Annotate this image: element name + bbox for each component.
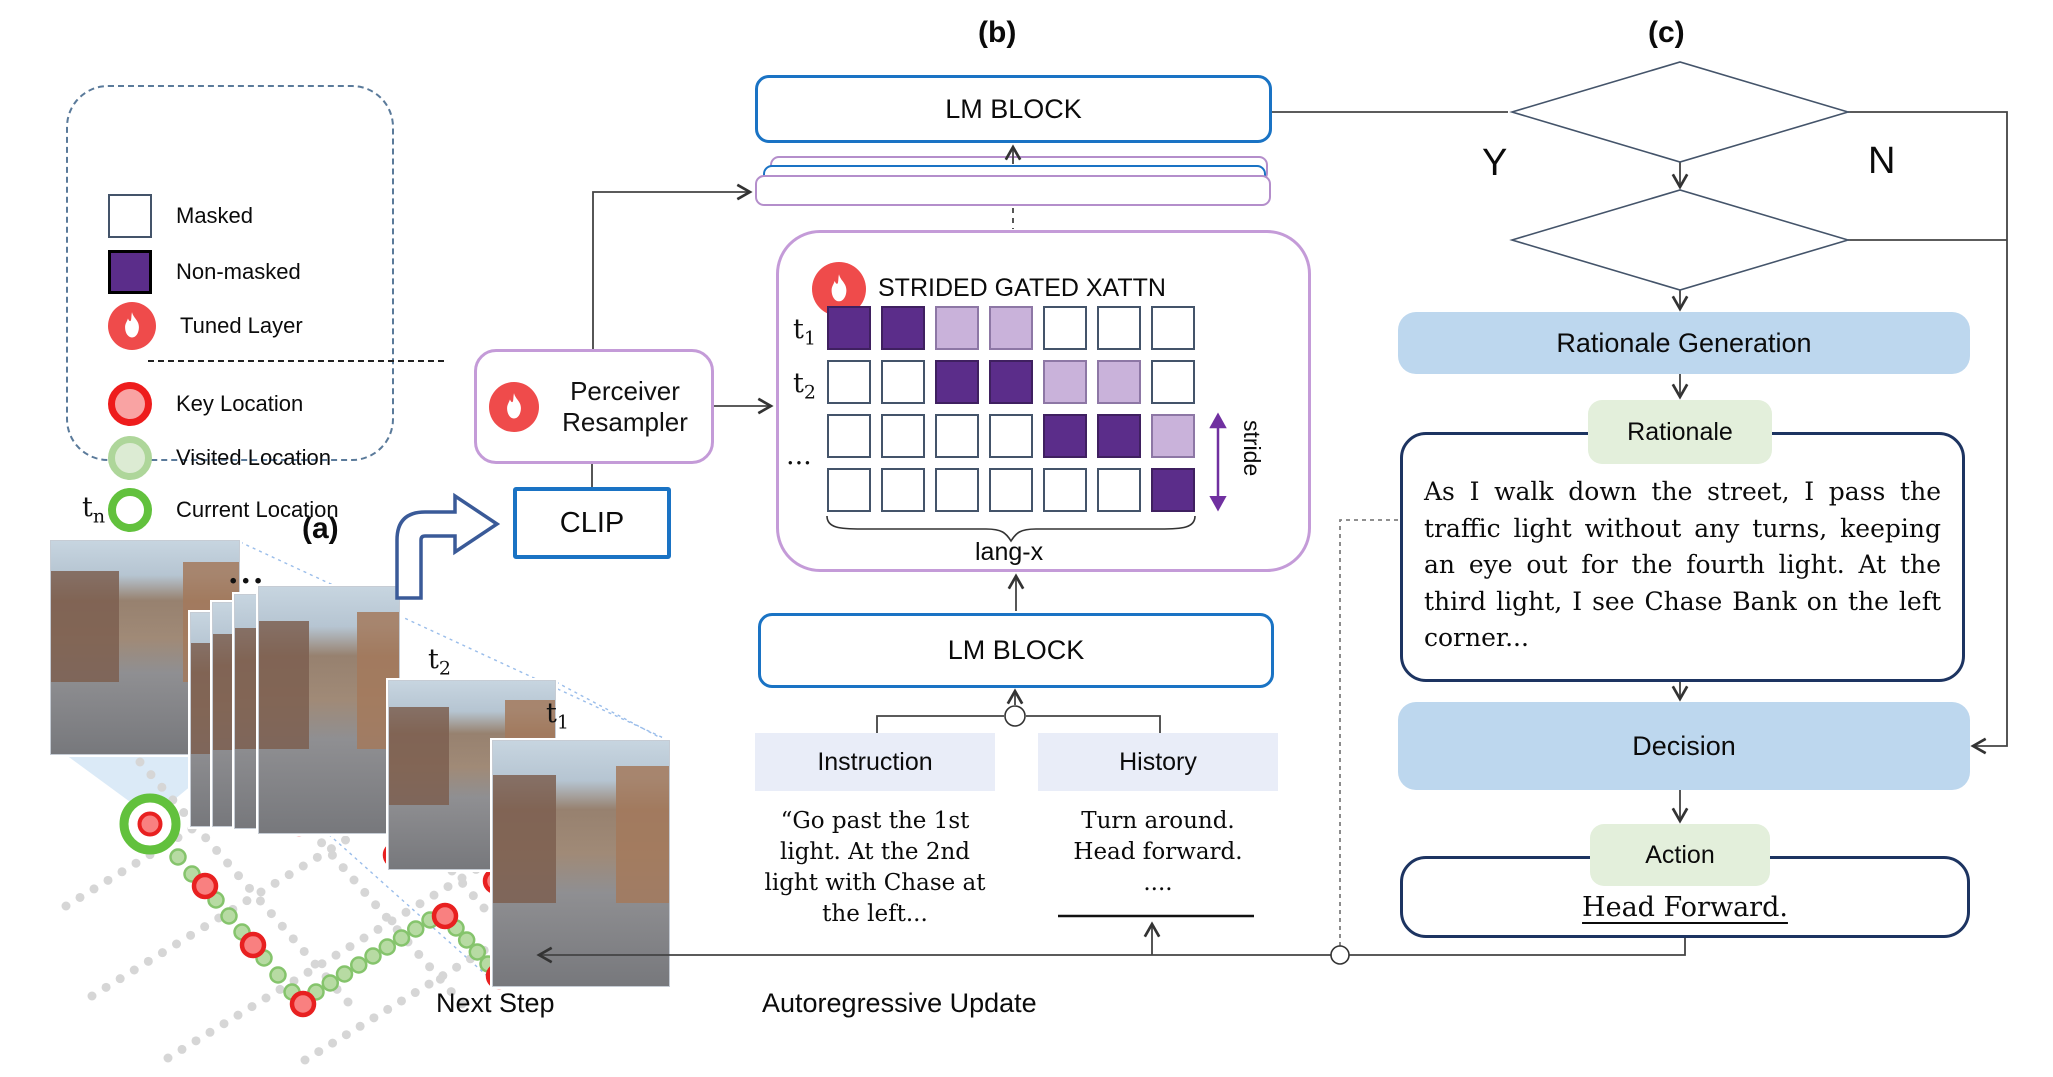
xattn-cell [881, 468, 925, 512]
legend-label: Visited Location [176, 445, 331, 470]
legend-label: Current Location [176, 497, 339, 522]
xattn-cell [1151, 306, 1195, 350]
xattn-cell [989, 360, 1033, 404]
xattn-cell [827, 414, 871, 458]
rationale-badge: Rationale [1588, 400, 1772, 464]
legend-divider [148, 360, 444, 362]
lang-x-label: lang-x [975, 538, 1044, 566]
no-branch-label: N [1868, 140, 1896, 182]
xattn-cell [1043, 360, 1087, 404]
stride-label: stride [1239, 420, 1265, 477]
current-location-icon [108, 488, 152, 532]
legend-item-masked: Masked [108, 193, 253, 239]
lm-stack-layer [755, 175, 1271, 206]
dashed-feedback-line [1339, 519, 1398, 946]
xattn-cell [1151, 414, 1195, 458]
photo-stack-ellipsis: ... [228, 556, 266, 591]
xattn-cell [1097, 468, 1141, 512]
xattn-cell [827, 468, 871, 512]
history-line: Head forward. [1073, 839, 1243, 865]
history-line: .... [1143, 870, 1173, 896]
action-badge: Action [1590, 824, 1770, 886]
yes-branch-label: Y [1482, 142, 1508, 184]
legend-label: Key Location [176, 391, 304, 416]
xattn-cell [1097, 360, 1141, 404]
legend-box: Masked Non-masked Tuned Layer Key Locati… [66, 85, 444, 532]
xattn-row-label-t1: t1 [793, 314, 816, 350]
xattn-cell [1043, 414, 1087, 458]
junction-node [1330, 945, 1350, 965]
xattn-cell [1043, 306, 1087, 350]
legend-item-key-location: Key Location [108, 381, 303, 427]
xattn-cell [827, 306, 871, 350]
autoregressive-update-label: Autoregressive Update [762, 988, 1037, 1018]
perceiver-resampler-label: Perceiver Resampler [562, 375, 688, 437]
xattn-cell [935, 306, 979, 350]
legend-label: Non-masked [176, 259, 301, 284]
panel-a-label: (a) [302, 512, 339, 545]
action-text: Head Forward. [1582, 892, 1788, 923]
rationale-text: As I walk down the street, I pass the tr… [1424, 477, 1941, 652]
xattn-cell [935, 414, 979, 458]
lm-block-bottom: LM BLOCK [758, 613, 1274, 688]
lm-block-top: LM BLOCK [755, 75, 1272, 143]
xattn-row-label-ellipsis: ... [786, 440, 812, 471]
xattn-cell [1151, 468, 1195, 512]
history-chip: History [1038, 733, 1278, 791]
xattn-mask-grid [827, 306, 1195, 512]
decision-box: Decision [1398, 702, 1970, 790]
legend-item-nonmasked: Non-masked [108, 249, 301, 295]
legend-item-tuned-layer: Tuned Layer [108, 302, 303, 350]
xattn-cell [1151, 360, 1195, 404]
masked-swatch-icon [108, 194, 152, 238]
xattn-cell [1097, 306, 1141, 350]
key-location-icon [108, 382, 152, 426]
clip-box: CLIP [513, 487, 671, 559]
panel-b-label: (b) [978, 16, 1017, 49]
street-photo-mid [256, 584, 402, 836]
perceiver-resampler-box: Perceiver Resampler [474, 349, 714, 464]
xattn-cell [989, 468, 1033, 512]
xattn-cell [881, 360, 925, 404]
instruction-text: “Go past the 1st light. At the 2nd light… [764, 808, 986, 927]
history-text: Turn around. Head forward. .... [1038, 806, 1278, 899]
legend-item-current-location: Current Location [108, 487, 339, 533]
panel-c-label: (c) [1648, 16, 1685, 49]
curved-arrow-to-clip [395, 492, 501, 600]
xattn-cell [1097, 414, 1141, 458]
xattn-cell [827, 360, 871, 404]
merge-node [1004, 705, 1026, 727]
street-photo-t1 [490, 738, 672, 989]
xattn-cell [935, 360, 979, 404]
rationale-generation-box: Rationale Generation [1398, 312, 1970, 374]
flame-icon [489, 381, 539, 432]
next-step-label: Next Step [436, 988, 555, 1018]
xattn-cell [881, 306, 925, 350]
xattn-cell [989, 414, 1033, 458]
xattn-cell [935, 468, 979, 512]
photo-label-tn: tn [82, 492, 106, 528]
current-location-marker [119, 793, 181, 855]
xattn-row-label-t2: t2 [793, 368, 816, 404]
action-text-box [1400, 856, 1970, 938]
legend-label: Masked [176, 203, 254, 228]
xattn-cell [989, 306, 1033, 350]
legend-label: Tuned Layer [180, 313, 303, 338]
history-line: Turn around. [1081, 808, 1235, 834]
xattn-cell [881, 414, 925, 458]
photo-label-t2: t2 [428, 644, 451, 680]
instruction-chip: Instruction [755, 733, 995, 791]
photo-label-t1: t1 [546, 698, 569, 734]
nonmasked-swatch-icon [108, 250, 152, 294]
xattn-title: STRIDED GATED XATTN [878, 274, 1166, 302]
flame-icon [108, 302, 156, 350]
legend-item-visited-location: Visited Location [108, 435, 331, 481]
visited-location-icon [108, 436, 152, 480]
xattn-cell [1043, 468, 1087, 512]
